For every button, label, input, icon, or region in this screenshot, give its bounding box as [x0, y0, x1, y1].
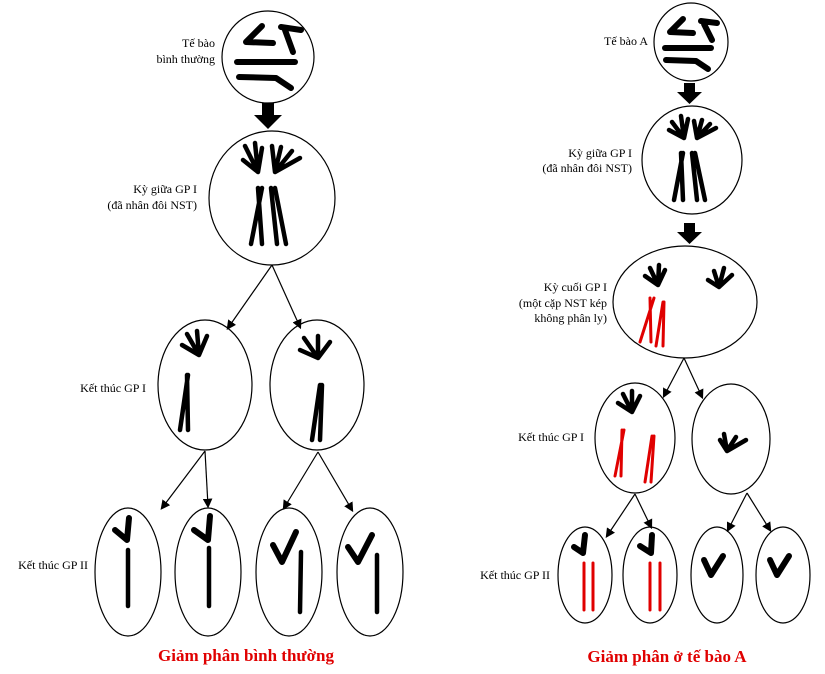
arrow-icon: [226, 264, 273, 330]
label-a-end-gp2: Kết thúc GP II: [480, 568, 550, 582]
label-normal-cell-2: bình thường: [156, 52, 215, 66]
label-a-end-gp1: Kết thúc GP I: [518, 430, 584, 444]
chromosomes: [177, 328, 333, 443]
cell-a-gamete: [690, 526, 744, 624]
chromosomes: [112, 513, 380, 615]
normal-gp1-cell-right: [269, 319, 365, 451]
chromosomes: [662, 16, 720, 72]
label-metaphase-2: (đã nhân đôi NST): [107, 198, 197, 212]
cell-a-gp1-right: [691, 383, 771, 495]
arrow-icon: [202, 450, 213, 509]
arrow-icon: [317, 451, 354, 513]
arrow-icon: [605, 493, 636, 538]
arrow-icon: [726, 492, 748, 533]
arrow-icon: [634, 493, 653, 530]
arrow-icon: [746, 492, 772, 533]
normal-gamete: [255, 507, 323, 637]
label-end-gp2: Kết thúc GP II: [18, 558, 88, 572]
normal-meiosis: Tế bào bình thường Kỳ giữa GP I (đã nhân…: [18, 10, 404, 665]
arrow-down-icon: [677, 223, 702, 244]
label-a-telophase-1: Kỳ cuối GP I: [544, 280, 607, 294]
label-a-telophase-2: (một cặp NST kép: [519, 296, 607, 310]
arrow-icon: [160, 450, 206, 510]
normal-gamete: [174, 507, 242, 637]
chromosomes: [666, 113, 719, 203]
chromosomes: [571, 532, 792, 612]
cell-a-meiosis: Tế bào A Kỳ giữa GP I (đã nhân đôi NST) …: [480, 2, 811, 666]
label-cell-a: Tế bào A: [604, 34, 648, 48]
arrow-down-icon: [254, 103, 282, 129]
label-a-telophase-3: không phân ly): [534, 311, 607, 325]
title-cell-a: Giảm phân ở tế bào A: [587, 647, 747, 666]
cell-a-gamete: [557, 526, 613, 624]
chromosomes: [615, 388, 749, 454]
label-end-gp1: Kết thúc GP I: [80, 381, 146, 395]
cell-a-metaphase: [641, 105, 743, 215]
normal-parent-cell: [221, 10, 315, 104]
nondisjunction-chromosomes: [638, 296, 666, 348]
label-normal-cell-1: Tế bào: [182, 36, 215, 50]
nondisjunction-chromosomes: [613, 428, 656, 484]
cell-a-gamete: [755, 526, 811, 624]
arrow-icon: [271, 264, 302, 330]
chromosomes: [234, 23, 304, 91]
normal-gamete: [336, 507, 404, 637]
cell-a-telophase: [612, 245, 758, 359]
cell-a-gp1-left: [594, 382, 676, 494]
title-normal: Giảm phân bình thường: [158, 646, 334, 665]
label-a-metaphase-2: (đã nhân đôi NST): [542, 161, 632, 175]
arrow-down-icon: [677, 83, 702, 104]
label-a-metaphase-1: Kỳ giữa GP I: [568, 146, 632, 160]
cell-a-parent: [653, 2, 729, 82]
chromosomes: [642, 262, 735, 290]
normal-gamete: [94, 507, 162, 637]
arrow-icon: [683, 357, 704, 400]
normal-gp1-cell-left: [157, 319, 253, 451]
chromosomes: [240, 140, 303, 247]
arrow-icon: [662, 357, 685, 399]
label-metaphase-1: Kỳ giữa GP I: [133, 182, 197, 196]
cell-a-gamete: [622, 526, 678, 624]
arrow-icon: [282, 451, 319, 511]
